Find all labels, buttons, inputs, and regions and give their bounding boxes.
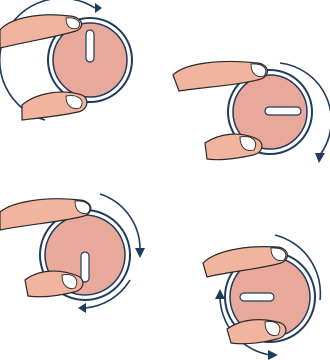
arrow-head [268,350,278,360]
thumb-nail [264,321,281,336]
top-fingernail [250,63,267,77]
knob-turn-illustration [0,0,133,121]
top-fingernail [65,17,81,30]
rotation-arrow [99,193,141,251]
knob-slot [264,106,302,116]
panel-bottom-left [0,190,165,320]
panel-top-left [0,0,165,170]
arrow-head [78,303,86,313]
thumb-nail [61,274,78,289]
top-fingernail [270,247,287,261]
top-fingernail [74,200,91,214]
thumb-nail [239,136,257,151]
top-finger [202,246,288,278]
top-finger [0,14,83,49]
knob-turn-illustration [172,60,330,163]
knob-slot [239,292,275,302]
thumb-nail [65,95,83,109]
knob-slot [80,251,90,283]
arrow-head [215,289,225,299]
knob-slot [85,29,95,63]
arrow-head [135,248,145,258]
top-finger [0,198,92,231]
top-finger [172,60,268,92]
arrow-head [95,3,102,13]
knob-turn-illustration [0,193,145,313]
rotation-arrow [274,234,322,301]
arrow-head [315,153,325,163]
rotation-arrow [84,279,131,309]
rotation-arrow [279,62,330,156]
panel-bottom-right [165,225,330,360]
knob-turn-illustration [202,234,322,360]
panel-top-right [165,55,330,185]
